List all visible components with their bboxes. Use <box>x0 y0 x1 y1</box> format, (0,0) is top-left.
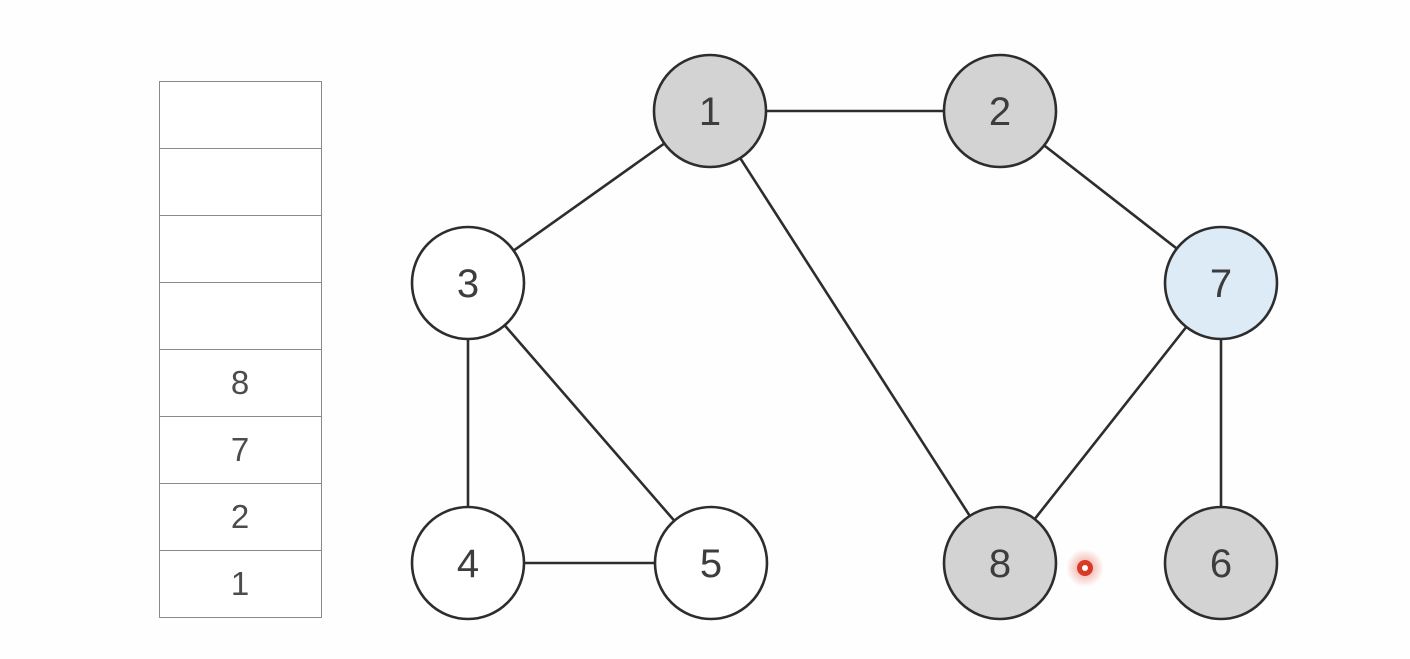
pointer-dot-icon <box>1077 560 1093 576</box>
graph-node-label-3: 3 <box>457 262 479 306</box>
graph-node-circle-7 <box>1163 225 1279 341</box>
graph-edge-3-5 <box>466 281 713 565</box>
stack-cell-empty <box>160 149 321 216</box>
graph-node-2: 2 <box>942 53 1058 169</box>
graph-node-label-7: 7 <box>1210 262 1232 306</box>
graph-node-circle-4 <box>410 505 526 621</box>
stack-cell-empty <box>160 283 321 350</box>
stack-cell-filled: 2 <box>160 484 321 551</box>
graph-node-label-5: 5 <box>700 542 722 586</box>
graph-node-circle-3 <box>410 225 526 341</box>
stack-cell-empty <box>160 216 321 283</box>
graph-node-label-1: 1 <box>699 90 721 134</box>
graph-node-circle-2 <box>942 53 1058 169</box>
graph-node-label-6: 6 <box>1210 542 1232 586</box>
graph-node-4: 4 <box>410 505 526 621</box>
graph-node-circle-1 <box>652 53 768 169</box>
graph-node-8: 8 <box>942 505 1058 621</box>
graph-node-5: 5 <box>653 505 769 621</box>
graph-node-circle-5 <box>653 505 769 621</box>
stack-cell-filled: 1 <box>230 565 251 602</box>
graph-node-circle-8 <box>942 505 1058 621</box>
graph-edge-1-8 <box>708 109 1002 565</box>
nodes-layer: 1 2 3 7 4 5 8 6 <box>410 53 1279 621</box>
graph-edge-7-8 <box>998 281 1223 565</box>
graph-node-label-8: 8 <box>989 542 1011 586</box>
graph-node-label-4: 4 <box>457 542 479 586</box>
stack-cell-filled: 8 <box>160 350 321 417</box>
edges-layer <box>466 109 1223 565</box>
graph-node-3: 3 <box>410 225 526 341</box>
graph-node-circle-6 <box>1163 505 1279 621</box>
stack-cell-filled: 7 <box>160 417 321 484</box>
graph-node-7: 7 <box>1163 225 1279 341</box>
graph-node-1: 1 <box>652 53 768 169</box>
stack-cell-empty <box>160 82 321 149</box>
graph-node-label-2: 2 <box>989 90 1011 134</box>
pointer-layer <box>1066 549 1104 587</box>
graph-node-6: 6 <box>1163 505 1279 621</box>
